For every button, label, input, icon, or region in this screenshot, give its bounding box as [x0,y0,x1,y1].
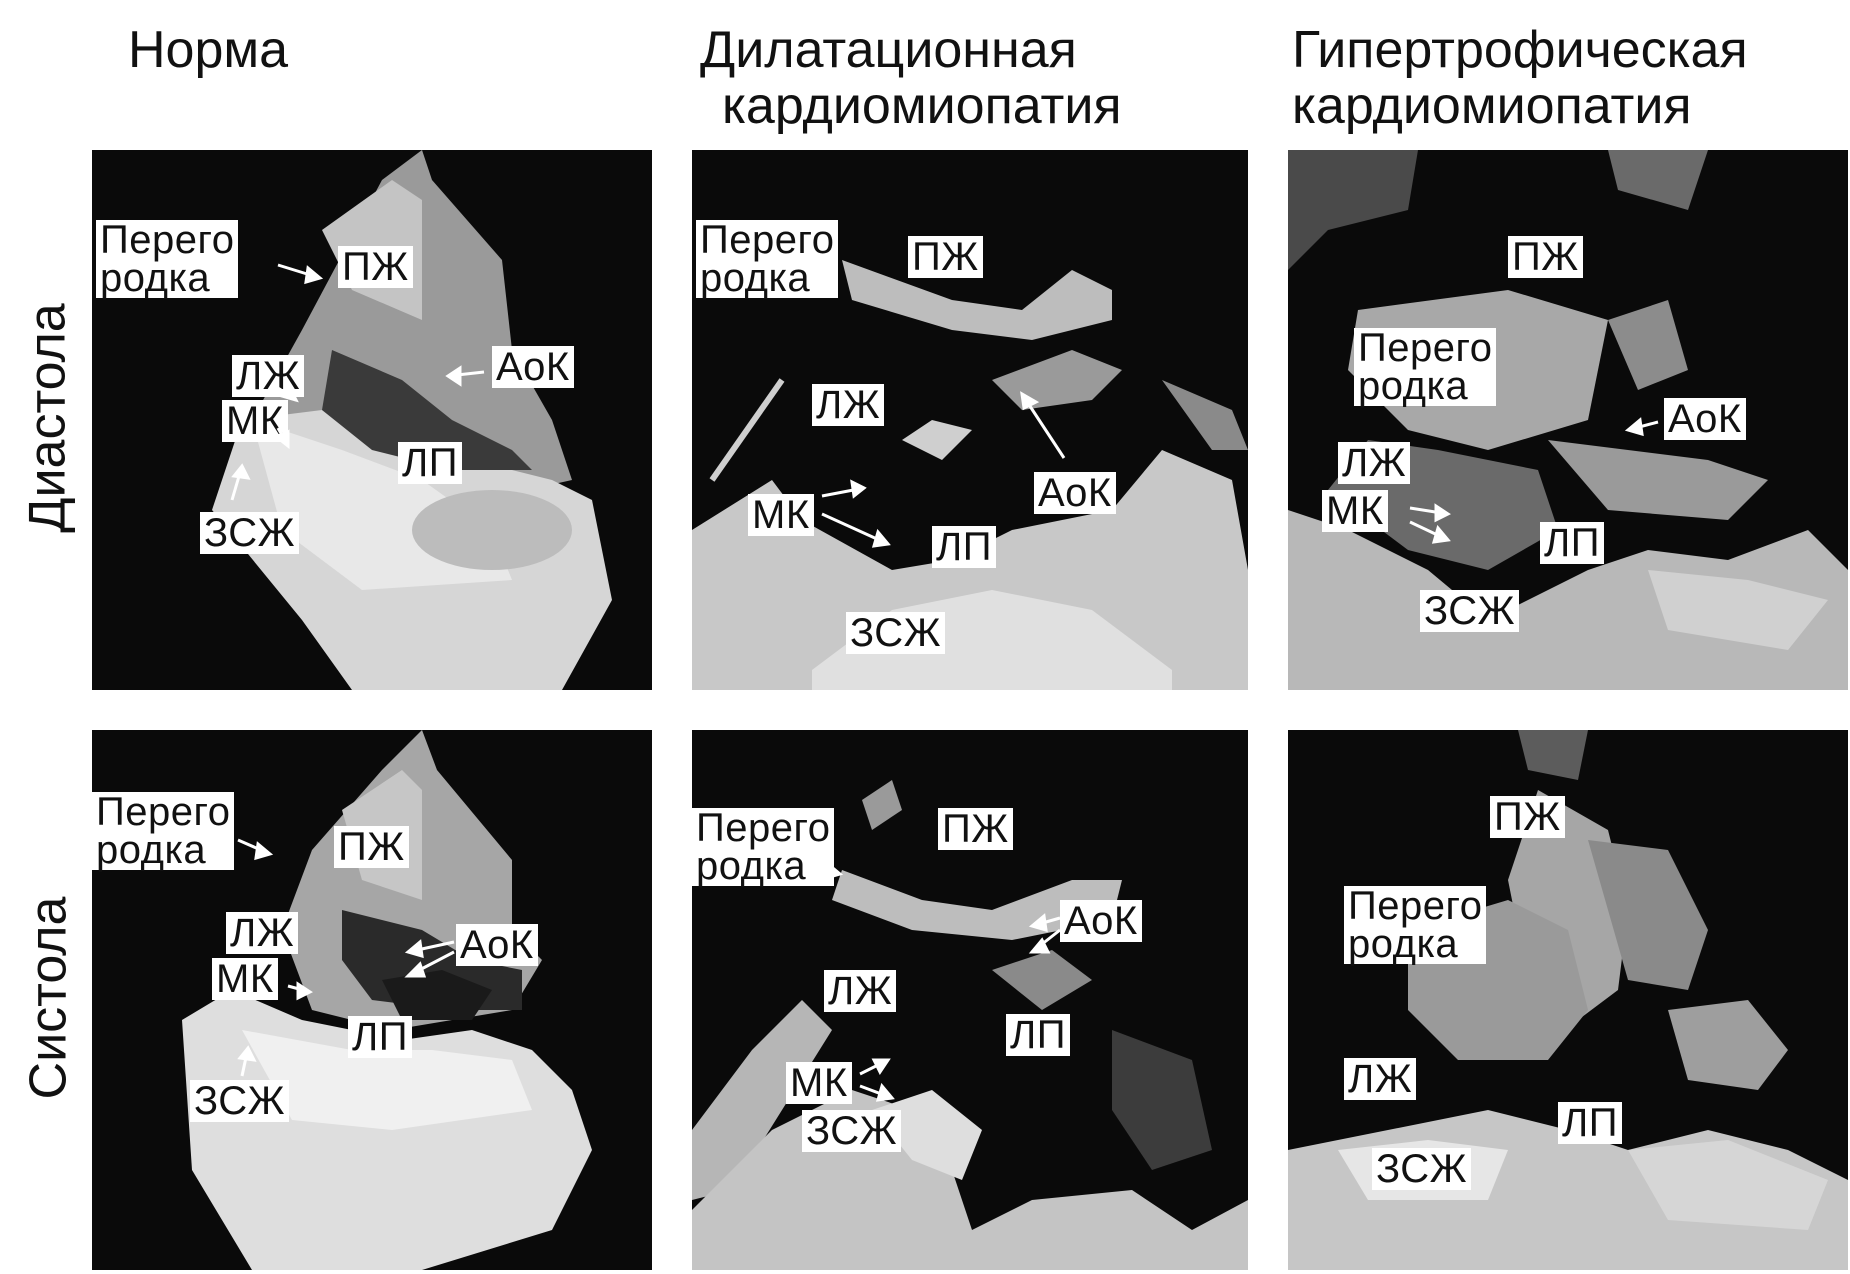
column-heading-hypertrophic: Гипертрофическая кардиомиопатия [1292,22,1748,134]
label-lvpw: ЗСЖ [1420,590,1520,632]
panel-dilated-systole: Перего родка ПЖ АоК ЛЖ ЛП МК ЗСЖ [692,730,1248,1270]
panel-hypertrophic-systole: ПЖ Перего родка ЛЖ ЛП ЗСЖ [1288,730,1848,1270]
label-aov: АоК [456,924,538,966]
panel-norm-diastole: Перего родка ПЖ АоК ЛЖ МК ЛП ЗСЖ [92,150,652,690]
label-septum-line2: родка [96,828,207,872]
label-septum-line2: родка [696,844,807,888]
label-aov: АоК [1060,900,1142,942]
label-septum-line1: Перего [1348,884,1483,928]
label-aov: АоК [1034,472,1116,514]
label-lvpw: ЗСЖ [190,1080,290,1122]
label-la: ЛП [1558,1102,1622,1144]
label-septum-line2: родка [1348,922,1459,966]
label-lv: ЛЖ [1338,442,1411,484]
column-heading-dilated-line1: Дилатационная [700,21,1077,79]
echo-image-norm-diastole [212,150,612,690]
label-septum-line2: родка [700,256,811,300]
column-heading-norm: Норма [128,22,288,78]
label-septum-line1: Перего [1358,326,1493,370]
label-rv: ПЖ [1490,796,1565,838]
row-heading-diastole: Диастола [6,148,90,688]
echo-image-dilated-diastole [692,260,1248,690]
label-mv: МК [786,1062,852,1104]
label-mv: МК [222,400,288,442]
label-lv: ЛЖ [226,912,299,954]
label-lvpw: ЗСЖ [1372,1148,1472,1190]
label-septum: Перего родка [92,790,235,872]
panel-hypertrophic-diastole: ПЖ Перего родка АоК ЛЖ МК ЛП ЗСЖ [1288,150,1848,690]
label-la: ЛП [348,1016,412,1058]
panel-norm-systole: Перего родка ПЖ ЛЖ АоК МК ЛП ЗСЖ [92,730,652,1270]
label-la: ЛП [1540,522,1604,564]
label-rv: ПЖ [334,826,409,868]
label-aov: АоК [492,346,574,388]
label-la: ЛП [398,442,462,484]
row-heading-systole: Систола [6,728,90,1268]
label-lv: ЛЖ [824,970,897,1012]
label-septum-line1: Перего [700,218,835,262]
label-mv: МК [212,958,278,1000]
label-septum-line2: родка [100,256,211,300]
column-heading-hypertrophic-line2: кардиомиопатия [1292,77,1692,135]
row-heading-diastole-text: Диастола [19,303,77,533]
label-septum-line1: Перего [696,806,831,850]
label-septum: Перего родка [1344,884,1487,966]
label-lvpw: ЗСЖ [802,1110,902,1152]
label-lvpw: ЗСЖ [846,612,946,654]
label-septum: Перего родка [1354,326,1497,408]
label-la: ЛП [1006,1014,1070,1056]
label-rv: ПЖ [908,236,983,278]
label-lvpw: ЗСЖ [200,512,300,554]
label-lv: ЛЖ [1344,1058,1417,1100]
label-rv: ПЖ [938,808,1013,850]
label-rv: ПЖ [338,246,413,288]
label-la: ЛП [932,526,996,568]
row-heading-systole-text: Систола [19,896,77,1100]
column-heading-hypertrophic-line1: Гипертрофическая [1292,21,1748,79]
label-aov: АоК [1664,398,1746,440]
label-septum: Перего родка [96,218,239,300]
column-heading-dilated-line2: кардиомиопатия [722,77,1122,135]
echo-image-hypertrophic-diastole [1288,150,1848,690]
panel-dilated-diastole: Перего родка ПЖ ЛЖ АоК МК ЛП ЗСЖ [692,150,1248,690]
label-mv: МК [1322,490,1388,532]
column-heading-norm-text: Норма [128,21,289,79]
label-septum-line1: Перего [100,218,235,262]
label-lv: ЛЖ [232,355,305,397]
label-septum-line2: родка [1358,364,1469,408]
label-lv: ЛЖ [812,384,885,426]
column-heading-dilated: Дилатационная кардиомиопатия [700,22,1122,134]
label-septum: Перего родка [692,806,835,888]
label-mv: МК [748,494,814,536]
label-septum: Перего родка [696,218,839,300]
label-rv: ПЖ [1508,236,1583,278]
label-septum-line1: Перего [96,790,231,834]
